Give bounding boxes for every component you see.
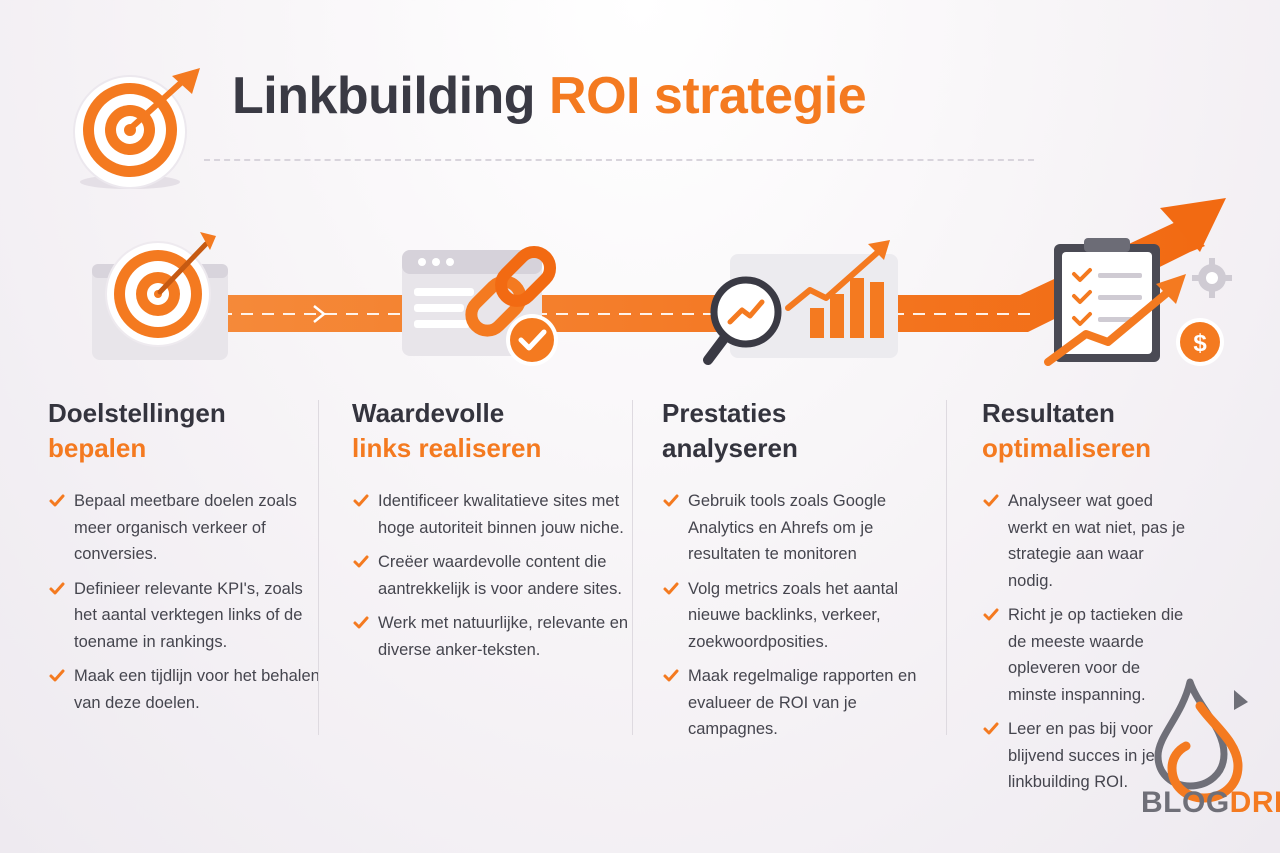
bullet-item: Richt je op tactieken die de meeste waar… bbox=[982, 602, 1192, 708]
bullet-text: Leer en pas bij voor blijvend succes in … bbox=[1008, 720, 1155, 791]
checkmark-icon bbox=[983, 608, 999, 621]
step-title-line1: Prestaties bbox=[662, 398, 787, 428]
step-title: Prestaties analyseren bbox=[662, 396, 924, 466]
checkmark-icon bbox=[983, 494, 999, 507]
bullet-text: Analyseer wat goed werkt en wat niet, pa… bbox=[1008, 492, 1186, 590]
bullet-text: Definieer relevante KPI's, zoals het aan… bbox=[74, 579, 303, 651]
bullet-item: Leer en pas bij voor blijvend succes in … bbox=[982, 716, 1192, 796]
bullet-item: Bepaal meetbare doelen zoals meer organi… bbox=[48, 488, 328, 568]
step-title-line2: links realiseren bbox=[352, 433, 542, 463]
step-bullets: Bepaal meetbare doelen zoals meer organi… bbox=[48, 488, 328, 716]
brand-part-2: DRIP bbox=[1229, 786, 1280, 819]
bullet-text: Creëer waardevolle content die aantrekke… bbox=[378, 553, 622, 598]
bullet-item: Definieer relevante KPI's, zoals het aan… bbox=[48, 576, 328, 656]
bullet-item: Werk met natuurlijke, relevante en diver… bbox=[352, 610, 632, 663]
title-part-1: Linkbuilding bbox=[232, 67, 536, 125]
bullet-text: Identificeer kwalitatieve sites met hoge… bbox=[378, 492, 624, 537]
bullet-text: Gebruik tools zoals Google Analytics en … bbox=[688, 492, 887, 563]
step-bullets: Gebruik tools zoals Google Analytics en … bbox=[662, 488, 924, 743]
bullet-text: Richt je op tactieken die de meeste waar… bbox=[1008, 606, 1184, 704]
brand-wordmark: BLOGDRIP bbox=[1141, 786, 1280, 820]
step-title-line2: optimaliseren bbox=[982, 433, 1152, 463]
column-divider bbox=[632, 400, 633, 735]
link-chain-icon bbox=[402, 245, 558, 366]
drop-logo-icon bbox=[1154, 678, 1248, 803]
step-waardevolle-links: Waardevolle links realiseren Identificee… bbox=[352, 396, 632, 671]
target-arrow-icon bbox=[73, 68, 200, 189]
checkmark-icon bbox=[49, 582, 65, 594]
bullet-item: Identificeer kwalitatieve sites met hoge… bbox=[352, 488, 632, 541]
step-doelstellingen: Doelstellingen bepalen Bepaal meetbare d… bbox=[48, 396, 328, 724]
step-title-line1: Resultaten bbox=[982, 398, 1115, 428]
column-divider bbox=[318, 400, 319, 735]
bullet-item: Maak een tijdlijn voor het behalen van d… bbox=[48, 663, 328, 716]
title-divider bbox=[204, 159, 1034, 161]
step-bullets: Identificeer kwalitatieve sites met hoge… bbox=[352, 488, 632, 663]
step-title: Resultaten optimaliseren bbox=[982, 396, 1252, 466]
step-title-line2: analyseren bbox=[662, 433, 798, 463]
checkmark-icon bbox=[49, 669, 65, 682]
step-prestaties: Prestaties analyseren Gebruik tools zoal… bbox=[662, 396, 924, 751]
bullet-item: Analyseer wat goed werkt en wat niet, pa… bbox=[982, 488, 1192, 594]
checkmark-icon bbox=[353, 555, 369, 568]
checkmark-icon bbox=[983, 722, 999, 735]
magnifier-chart-icon bbox=[703, 240, 898, 365]
step-title: Waardevolle links realiseren bbox=[352, 396, 632, 466]
step-title-line1: Doelstellingen bbox=[48, 398, 226, 428]
page-title: Linkbuilding ROI strategie bbox=[232, 66, 867, 126]
bullet-text: Maak regelmalige rapporten en evalueer d… bbox=[688, 667, 917, 738]
bullet-item: Creëer waardevolle content die aantrekke… bbox=[352, 549, 632, 602]
step-title-line1: Waardevolle bbox=[352, 398, 505, 428]
svg-text:$: $ bbox=[1193, 330, 1207, 357]
checkmark-icon bbox=[663, 669, 679, 682]
bullet-text: Volg metrics zoals het aantal nieuwe bac… bbox=[688, 579, 899, 651]
target-board-icon bbox=[92, 232, 228, 360]
checkmark-icon bbox=[49, 494, 65, 507]
checkmark-icon bbox=[353, 494, 369, 507]
step-resultaten: Resultaten optimaliseren Analyseer wat g… bbox=[982, 396, 1252, 804]
checkmark-icon bbox=[663, 494, 679, 507]
bullet-text: Werk met natuurlijke, relevante en diver… bbox=[378, 614, 629, 659]
bullet-item: Gebruik tools zoals Google Analytics en … bbox=[662, 488, 924, 568]
step-bullets: Analyseer wat goed werkt en wat niet, pa… bbox=[982, 488, 1252, 796]
bullet-item: Volg metrics zoals het aantal nieuwe bac… bbox=[662, 576, 924, 656]
title-part-2: ROI strategie bbox=[549, 67, 867, 125]
column-divider bbox=[946, 400, 947, 735]
checkmark-icon bbox=[353, 616, 369, 629]
step-title-line2: bepalen bbox=[48, 433, 147, 463]
brand-part-1: BLOG bbox=[1141, 786, 1230, 819]
checkmark-icon bbox=[663, 582, 679, 594]
bullet-text: Bepaal meetbare doelen zoals meer organi… bbox=[74, 492, 297, 563]
bullet-item: Maak regelmalige rapporten en evalueer d… bbox=[662, 663, 924, 743]
clipboard-growth-icon: $ bbox=[1044, 238, 1232, 366]
step-title: Doelstellingen bepalen bbox=[48, 396, 328, 466]
bullet-text: Maak een tijdlijn voor het behalen van d… bbox=[74, 667, 320, 712]
